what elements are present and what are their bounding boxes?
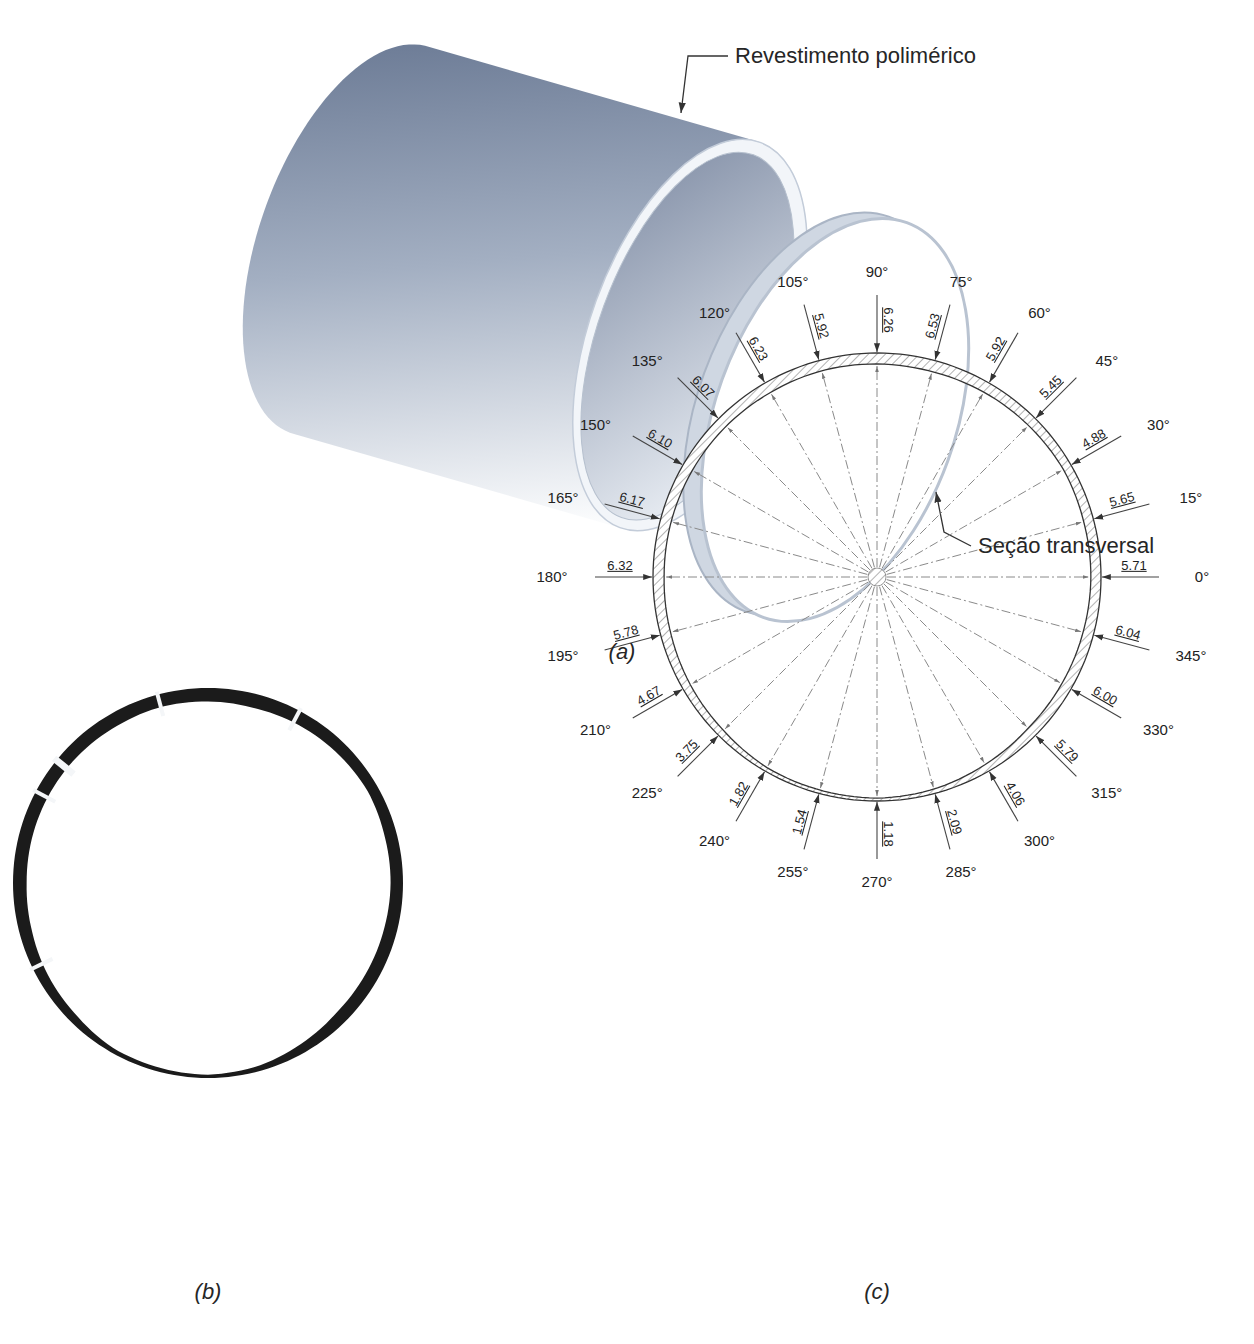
thickness-value: 6.26 — [881, 307, 895, 332]
thickness-value: 6.53 — [923, 312, 943, 340]
ring-cut — [289, 708, 301, 730]
center-mark — [868, 568, 886, 586]
radial-line — [694, 471, 868, 572]
angle-label: 60° — [1028, 305, 1051, 322]
radial-line — [820, 587, 874, 788]
angle-label: 345° — [1175, 648, 1206, 665]
angle-label: 180° — [536, 569, 567, 586]
angle-label: 285° — [946, 863, 977, 880]
dimension-leader — [876, 295, 877, 352]
thickness-value: 5.92 — [811, 312, 831, 340]
cross-section-ring — [650, 182, 1019, 659]
angle-label: 150° — [580, 416, 611, 433]
panel-label: (c) — [864, 1280, 890, 1304]
angle-label: 300° — [1024, 833, 1055, 850]
angle-label: 210° — [580, 721, 611, 738]
radial-line — [887, 580, 1081, 632]
angle-label: 225° — [632, 784, 663, 801]
radial-line — [666, 577, 867, 578]
angle-label: 15° — [1180, 490, 1203, 507]
callout-label: Seção transversal — [978, 534, 1154, 558]
thickness-value: 6.23 — [745, 334, 770, 363]
thickness-value: 5.79 — [1052, 737, 1080, 765]
radial-line — [886, 582, 1060, 683]
radial-line — [771, 394, 872, 568]
radial-line — [880, 587, 934, 788]
angle-label: 105° — [777, 274, 808, 291]
radial-line — [768, 586, 872, 766]
thickness-value: 3.75 — [673, 737, 701, 765]
angle-label: 315° — [1091, 784, 1122, 801]
thickness-value: 6.07 — [689, 373, 717, 401]
ring-cut — [157, 692, 163, 716]
thickness-value: 5.71 — [1121, 559, 1146, 573]
measured-section-photo — [13, 688, 403, 1078]
radial-line — [728, 428, 870, 570]
callout-label: Revestimento polimérico — [735, 44, 976, 68]
radial-line — [887, 577, 1089, 578]
panel-label: (b) — [195, 1280, 222, 1304]
radial-line — [882, 394, 983, 569]
thickness-value: 5.92 — [983, 334, 1008, 363]
thickness-value: 4.67 — [634, 683, 663, 708]
angle-label: 195° — [548, 648, 579, 665]
thickness-value: 6.32 — [607, 559, 632, 573]
angle-label: 120° — [699, 305, 730, 322]
angle-label: 270° — [861, 874, 892, 891]
thickness-value: 6.00 — [1091, 683, 1120, 708]
thickness-value: 6.04 — [1114, 623, 1142, 643]
thickness-value: 1.18 — [881, 821, 895, 846]
ring-cut — [54, 758, 73, 774]
thickness-value: 5.65 — [1108, 490, 1136, 510]
dimension-leader — [595, 576, 652, 577]
thickness-value: 6.17 — [618, 490, 646, 510]
panel-label: (a) — [609, 640, 636, 664]
angle-label: 165° — [548, 490, 579, 507]
ring-cut — [33, 790, 55, 802]
radial-line — [672, 580, 867, 632]
angle-label: 240° — [699, 833, 730, 850]
angle-label: 330° — [1143, 721, 1174, 738]
radial-line — [884, 584, 1027, 727]
radial-line — [877, 366, 878, 567]
angle-label: 255° — [777, 863, 808, 880]
thickness-value: 1.82 — [726, 780, 751, 809]
hatched-wall — [653, 353, 1101, 801]
angle-label: 30° — [1147, 416, 1170, 433]
dimension-leader — [1102, 576, 1159, 577]
leader-line — [681, 56, 728, 113]
thickness-value: 5.78 — [612, 623, 640, 643]
ring-cut — [30, 959, 52, 970]
radial-line — [882, 586, 984, 763]
thickness-value: 4.06 — [1002, 780, 1027, 809]
dimension-leader — [876, 802, 877, 859]
radial-line — [822, 373, 874, 568]
thickness-value: 6.10 — [645, 426, 674, 451]
angle-label: 75° — [950, 274, 973, 291]
radial-line — [877, 587, 878, 796]
angle-label: 0° — [1195, 569, 1209, 586]
thickness-value: 1.54 — [790, 808, 810, 836]
angle-label: 135° — [632, 353, 663, 370]
radial-line — [880, 374, 932, 568]
thickness-value: 5.45 — [1037, 373, 1065, 401]
radial-line — [692, 582, 868, 684]
thickness-value: 2.09 — [944, 808, 964, 836]
radial-line — [673, 522, 867, 574]
angle-label: 90° — [866, 264, 889, 281]
angle-label: 45° — [1095, 353, 1118, 370]
thickness-value: 4.88 — [1080, 426, 1109, 451]
radial-line — [725, 584, 870, 729]
